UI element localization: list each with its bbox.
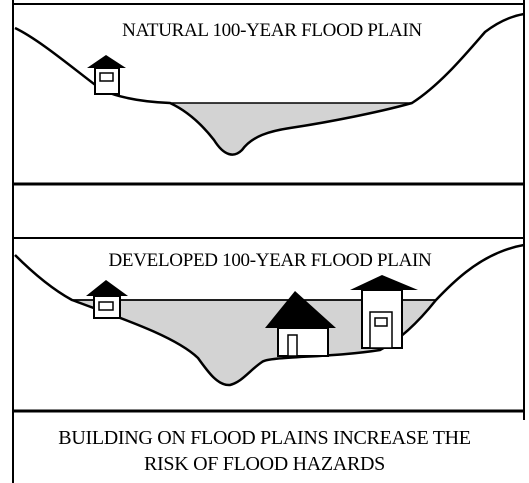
developed-panel-title: DEVELOPED 100-YEAR FLOOD PLAIN [109,250,433,271]
large-house-door [287,334,298,357]
developed-water-body [72,300,436,386]
developed-flood-plain-panel: DEVELOPED 100-YEAR FLOOD PLAIN [13,237,525,413]
caption-line-1: BUILDING ON FLOOD PLAINS INCREASE THE [58,427,471,449]
natural-house [87,55,126,95]
large-house-roof [265,291,336,328]
natural-flood-plain-panel: NATURAL 100-YEAR FLOOD PLAIN [13,3,525,186]
large-house-wall [277,327,329,357]
caption-line-2: RISK OF FLOOD HAZARDS [144,453,385,475]
developed-large-house [265,291,336,357]
small-house-window [98,301,114,311]
small-house-roof [86,280,128,296]
natural-house-roof [87,55,126,68]
natural-house-window [99,72,114,82]
developed-raised-house [350,275,418,349]
raised-house-window [374,317,388,327]
natural-water-body [170,103,412,155]
raised-house-roof [350,275,418,290]
developed-small-house [86,280,128,319]
natural-panel-title: NATURAL 100-YEAR FLOOD PLAIN [122,20,422,41]
